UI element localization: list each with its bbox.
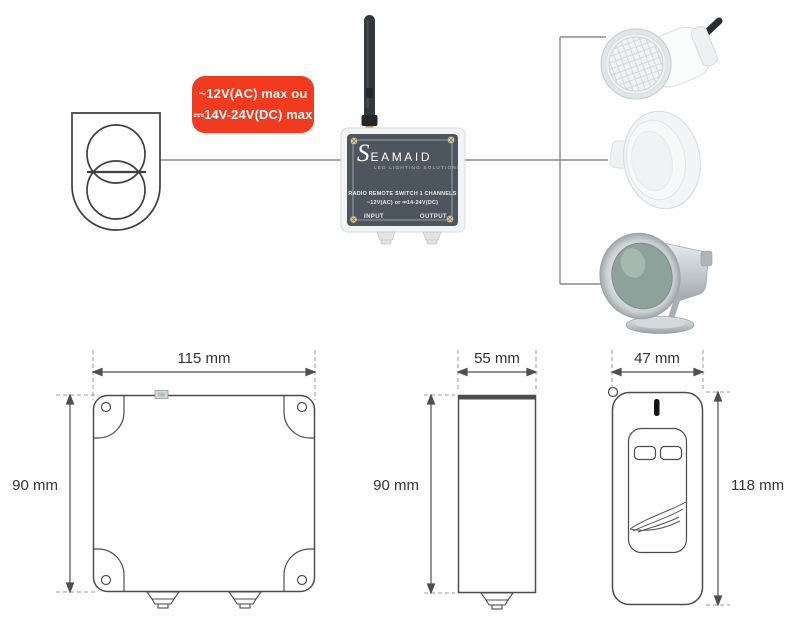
- device-cable-glands: [376, 231, 442, 245]
- remote-button-left: [633, 445, 657, 461]
- voltage-callout-line1: ~12V(AC) max ou: [198, 85, 308, 101]
- wave-logo-icon: [629, 501, 687, 533]
- device-spec-line2: ~12V(AC) or ⎓14-24V(DC): [366, 200, 439, 207]
- logo-subtitle: LED LIGHTING SOLUTIONS: [374, 165, 458, 170]
- device-io-labels: INPUT OUTPUT: [347, 214, 458, 220]
- screw-icons: [349, 136, 455, 224]
- keyring-loop-icon: [607, 386, 619, 398]
- device-spec-line1: RADIO REMOTE SWITCH 1 CHANNELS: [348, 191, 457, 197]
- mini-led-pool-light-image: [600, 17, 723, 100]
- stainless-steel-spotlight-image: [599, 232, 713, 334]
- receiver-device: [340, 127, 466, 245]
- side-view-width-label: 55 mm: [474, 350, 520, 367]
- output-label: OUTPUT: [419, 214, 447, 220]
- side-view-drawing: [424, 350, 538, 610]
- transformer-icon: [71, 112, 161, 231]
- connection-wires: [160, 36, 608, 285]
- voltage-callout: ~12V(AC) max ou ⎓14V-24V(DC) max: [192, 76, 314, 133]
- voltage-callout-line2: ⎓14V-24V(DC) max: [193, 106, 313, 122]
- remote-button-right: [659, 445, 683, 461]
- remote-control-drawing: [607, 350, 730, 607]
- side-view-height-label: 90 mm: [373, 477, 419, 494]
- par56-led-bulb-image: [609, 110, 701, 210]
- front-view-width-label: 115 mm: [177, 350, 231, 367]
- remote-led-slot-icon: [654, 399, 660, 416]
- remote-height-label: 118 mm: [731, 477, 785, 494]
- logo-wordmark: EAMAID: [370, 150, 433, 164]
- front-view-height-label: 90 mm: [12, 477, 58, 494]
- logo-initial: S: [357, 140, 370, 167]
- device-spec-text: RADIO REMOTE SWITCH 1 CHANNELS ~12V(AC) …: [347, 190, 458, 208]
- remote-width-label: 47 mm: [634, 350, 680, 367]
- antenna-icon: [361, 15, 378, 131]
- input-label: INPUT: [364, 214, 384, 220]
- front-view-drawing: [56, 350, 317, 609]
